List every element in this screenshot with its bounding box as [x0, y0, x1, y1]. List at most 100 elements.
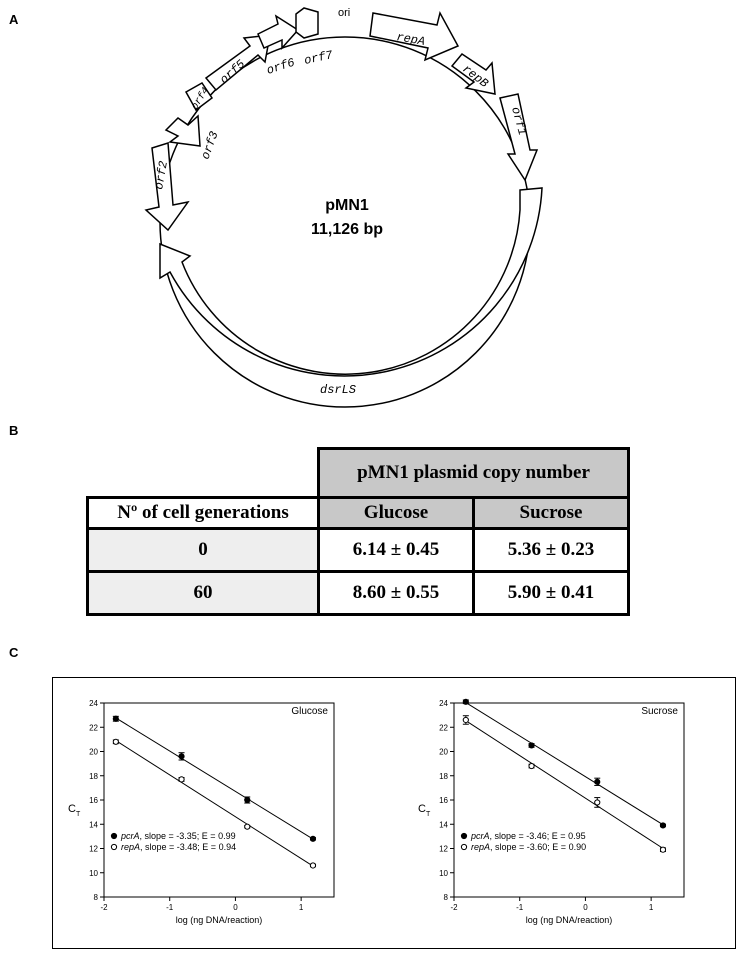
x-tick-label: -2	[100, 903, 108, 912]
table-header-glucose: Glucose	[317, 496, 475, 530]
y-tick-label: 24	[439, 699, 448, 708]
table-header-sucrose: Sucrose	[472, 496, 630, 530]
table-cell-sucrose: 5.90 ± 0.41	[472, 570, 630, 616]
table-header-copy-number: pMN1 plasmid copy number	[317, 447, 630, 499]
gene-arrow-orf1	[499, 93, 539, 182]
gene-label-repA: repA	[395, 30, 426, 49]
y-tick-label: 24	[89, 699, 98, 708]
data-point-repA	[528, 762, 535, 770]
x-axis-label: log (ng DNA/reaction)	[526, 915, 613, 925]
data-point-repA	[112, 738, 119, 745]
y-tick-label: 12	[439, 845, 448, 854]
gene-label-orf2: orf2	[152, 160, 171, 191]
regression-line-pcrA	[115, 717, 314, 840]
y-tick-label: 20	[89, 748, 98, 757]
data-point-pcrA	[594, 778, 601, 785]
data-point-repA	[178, 776, 185, 783]
gene-arrow-orf7	[295, 7, 319, 39]
y-tick-label: 18	[439, 772, 448, 781]
data-point-pcrA	[178, 753, 185, 760]
y-tick-label: 10	[89, 869, 98, 878]
table-corner-blank	[88, 449, 319, 498]
legend-marker-pcrA	[460, 832, 468, 840]
data-point-pcrA	[462, 698, 469, 705]
gene-arrow-orf2	[144, 142, 190, 232]
legend-entry-pcrA: pcrA, slope = -3.46; E = 0.95	[470, 831, 586, 841]
data-point-pcrA	[659, 822, 667, 829]
x-tick-label: -1	[516, 903, 524, 912]
y-axis-label-subscript: T	[426, 811, 431, 818]
gene-label-orf6: orf6	[265, 56, 297, 78]
data-point-repA	[309, 862, 317, 869]
plasmid-name: pMN1	[325, 197, 369, 214]
y-tick-label: 22	[439, 723, 448, 732]
regression-line-repA	[465, 720, 664, 849]
y-tick-label: 8	[94, 893, 99, 902]
plasmid-map: repA repB orf1 dsrLS orf2 orf3 orf4 orf5…	[144, 7, 543, 408]
ori-label: ori	[338, 7, 350, 19]
x-tick-label: -1	[166, 903, 174, 912]
y-tick-label: 14	[439, 820, 448, 829]
y-tick-label: 22	[89, 723, 98, 732]
x-tick-label: 1	[299, 903, 304, 912]
legend-marker-pcrA	[110, 832, 118, 840]
table-cell-glucose: 8.60 ± 0.55	[317, 570, 475, 616]
data-point-repA	[594, 799, 601, 806]
y-tick-label: 12	[89, 845, 98, 854]
data-point-repA	[244, 823, 251, 830]
table-cell-generation: 0	[86, 527, 320, 573]
gene-label-orf3: orf3	[199, 130, 222, 162]
plasmid-size: 11,126 bp	[311, 221, 383, 238]
gene-arrow-repB	[450, 53, 496, 95]
legend-entry-pcrA: pcrA, slope = -3.35; E = 0.99	[120, 831, 236, 841]
x-tick-label: 0	[583, 903, 588, 912]
y-tick-label: 16	[89, 796, 98, 805]
gene-arrow-orf3	[164, 114, 201, 147]
x-tick-label: -2	[450, 903, 458, 912]
table-header-generations: Nº of cell generations	[86, 496, 320, 530]
x-axis-label: log (ng DNA/reaction)	[176, 915, 263, 925]
plot-area	[453, 702, 685, 898]
copy-number-table: pMN1 plasmid copy number Nº of cell gene…	[86, 447, 630, 616]
glucose-standard-curve-chart: 8 10 12 14 16 18 20 22 24 -2 -1 0 1 log (ng DNA/react…	[68, 699, 335, 925]
legend-marker-repA	[460, 843, 468, 851]
table-row: 0 6.14 ± 0.45 5.36 ± 0.23	[86, 527, 630, 573]
data-point-pcrA	[528, 742, 535, 749]
y-tick-label: 20	[439, 748, 448, 757]
y-tick-label: 8	[444, 893, 449, 902]
panel-letter-b: B	[9, 423, 19, 438]
legend-marker-repA	[110, 843, 118, 851]
data-point-pcrA	[244, 796, 251, 804]
regression-line-pcrA	[465, 702, 664, 826]
legend-entry-repA: repA, slope = -3.48; E = 0.94	[121, 842, 236, 852]
panel-letter-c: C	[9, 645, 19, 660]
legend-entry-repA: repA, slope = -3.60; E = 0.90	[471, 842, 586, 852]
y-axis-label: C	[418, 803, 426, 815]
data-point-pcrA	[309, 835, 317, 842]
gene-arrow-dsrLS	[159, 187, 543, 377]
gene-arrow-repA	[369, 10, 460, 62]
x-tick-label: 1	[649, 903, 654, 912]
regression-line-repA	[115, 740, 314, 867]
y-tick-label: 18	[89, 772, 98, 781]
x-tick-label: 0	[233, 903, 238, 912]
table-cell-generation: 60	[86, 570, 320, 616]
gene-arrow-orf5	[204, 34, 271, 92]
data-point-pcrA	[112, 715, 119, 722]
panel-letter-a: A	[9, 12, 19, 27]
gene-label-orf7: orf7	[303, 48, 335, 68]
y-axis-label: C	[68, 803, 76, 815]
gene-arrow-orf6	[257, 14, 300, 50]
gene-label-dsrLS: dsrLS	[320, 383, 356, 397]
table-cell-glucose: 6.14 ± 0.45	[317, 527, 475, 573]
y-tick-label: 16	[439, 796, 448, 805]
data-point-repA	[462, 716, 469, 724]
qpcr-plots-frame	[52, 677, 736, 949]
data-point-repA	[659, 846, 667, 853]
table-cell-sucrose: 5.36 ± 0.23	[472, 527, 630, 573]
gene-arrow-orf4	[184, 82, 214, 112]
y-tick-label: 14	[89, 820, 98, 829]
table-row: 60 8.60 ± 0.55 5.90 ± 0.41	[86, 570, 630, 616]
y-axis-label-subscript: T	[76, 811, 81, 818]
